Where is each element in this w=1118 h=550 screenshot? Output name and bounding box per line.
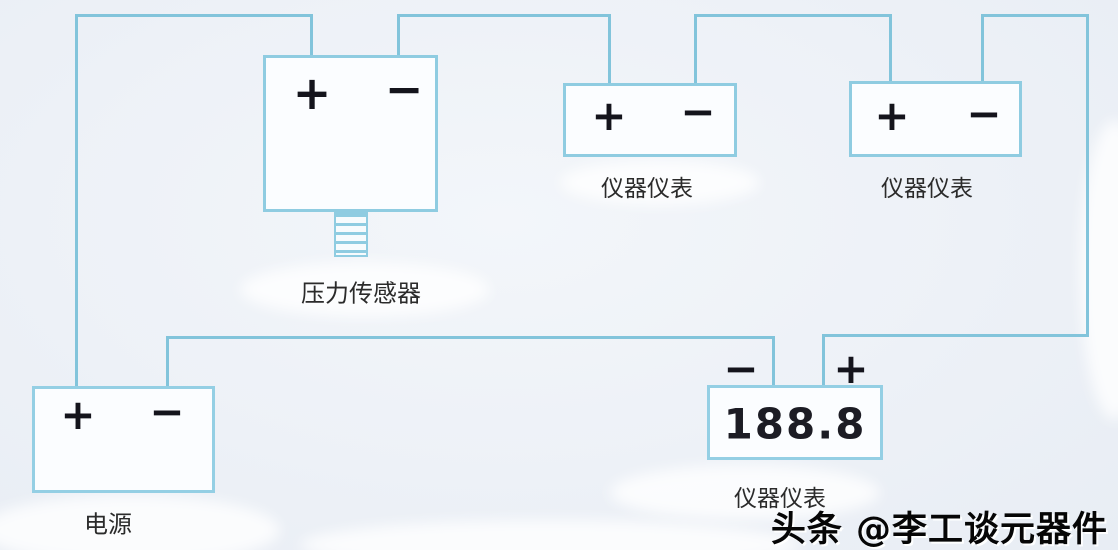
label-highlight — [300, 520, 800, 550]
meter-minus-terminal: − — [723, 344, 759, 393]
label-highlight — [560, 160, 760, 205]
instrument1-minus-terminal: − — [680, 87, 716, 136]
wire-power-plus-vertical — [75, 14, 78, 388]
meter-label: 仪器仪表 — [734, 486, 826, 512]
pressure-sensor-box: + − — [263, 55, 438, 212]
wire-top-bus-d — [981, 14, 1089, 17]
label-highlight — [0, 495, 280, 550]
watermark-text: 头条 @李工谈元器件 — [770, 510, 1108, 550]
instrument1-plus-terminal: + — [591, 91, 627, 140]
label-highlight — [610, 465, 880, 520]
wire-meter-minus-horizontal — [166, 336, 775, 339]
sensor-threaded-stem-icon — [334, 212, 368, 257]
wire-sensor-plus-stub — [310, 14, 313, 58]
instrument1-label: 仪器仪表 — [601, 176, 693, 202]
wire-right-vertical — [1086, 14, 1089, 337]
wire-instr1-minus-stub — [694, 14, 697, 86]
wire-power-minus-stub — [166, 336, 169, 388]
power-plus-terminal: + — [60, 390, 96, 439]
instrument2-label: 仪器仪表 — [881, 176, 973, 202]
wire-top-bus-a — [75, 14, 313, 17]
pressure-sensor-minus-terminal: − — [384, 62, 424, 116]
wire-instr1-plus-stub — [608, 14, 611, 86]
meter-reading: 188.8 — [723, 399, 867, 449]
instrument-box-1: + − — [563, 83, 737, 157]
pressure-sensor-label: 压力传感器 — [301, 279, 421, 308]
instrument2-plus-terminal: + — [874, 91, 910, 140]
instrument2-minus-terminal: − — [966, 89, 1002, 138]
meter-box — [707, 385, 883, 460]
wire-meter-plus-horizontal — [822, 334, 1089, 337]
wire-instr2-minus-stub — [981, 14, 984, 84]
wire-top-bus-c — [694, 14, 892, 17]
power-supply-box: + − — [32, 386, 215, 493]
wire-instr2-plus-stub — [889, 14, 892, 84]
label-highlight — [240, 262, 490, 317]
wire-top-bus-b — [397, 14, 611, 17]
power-supply-label: 电源 — [84, 510, 132, 539]
meter-plus-terminal: + — [833, 344, 869, 393]
wire-sensor-minus-stub — [397, 14, 400, 58]
instrument-box-2: + − — [849, 81, 1022, 157]
wire-meter-minus-stub — [772, 336, 775, 387]
wire-meter-plus-stub — [822, 334, 825, 387]
power-minus-terminal: − — [149, 387, 185, 436]
pressure-sensor-plus-terminal: + — [292, 66, 332, 120]
